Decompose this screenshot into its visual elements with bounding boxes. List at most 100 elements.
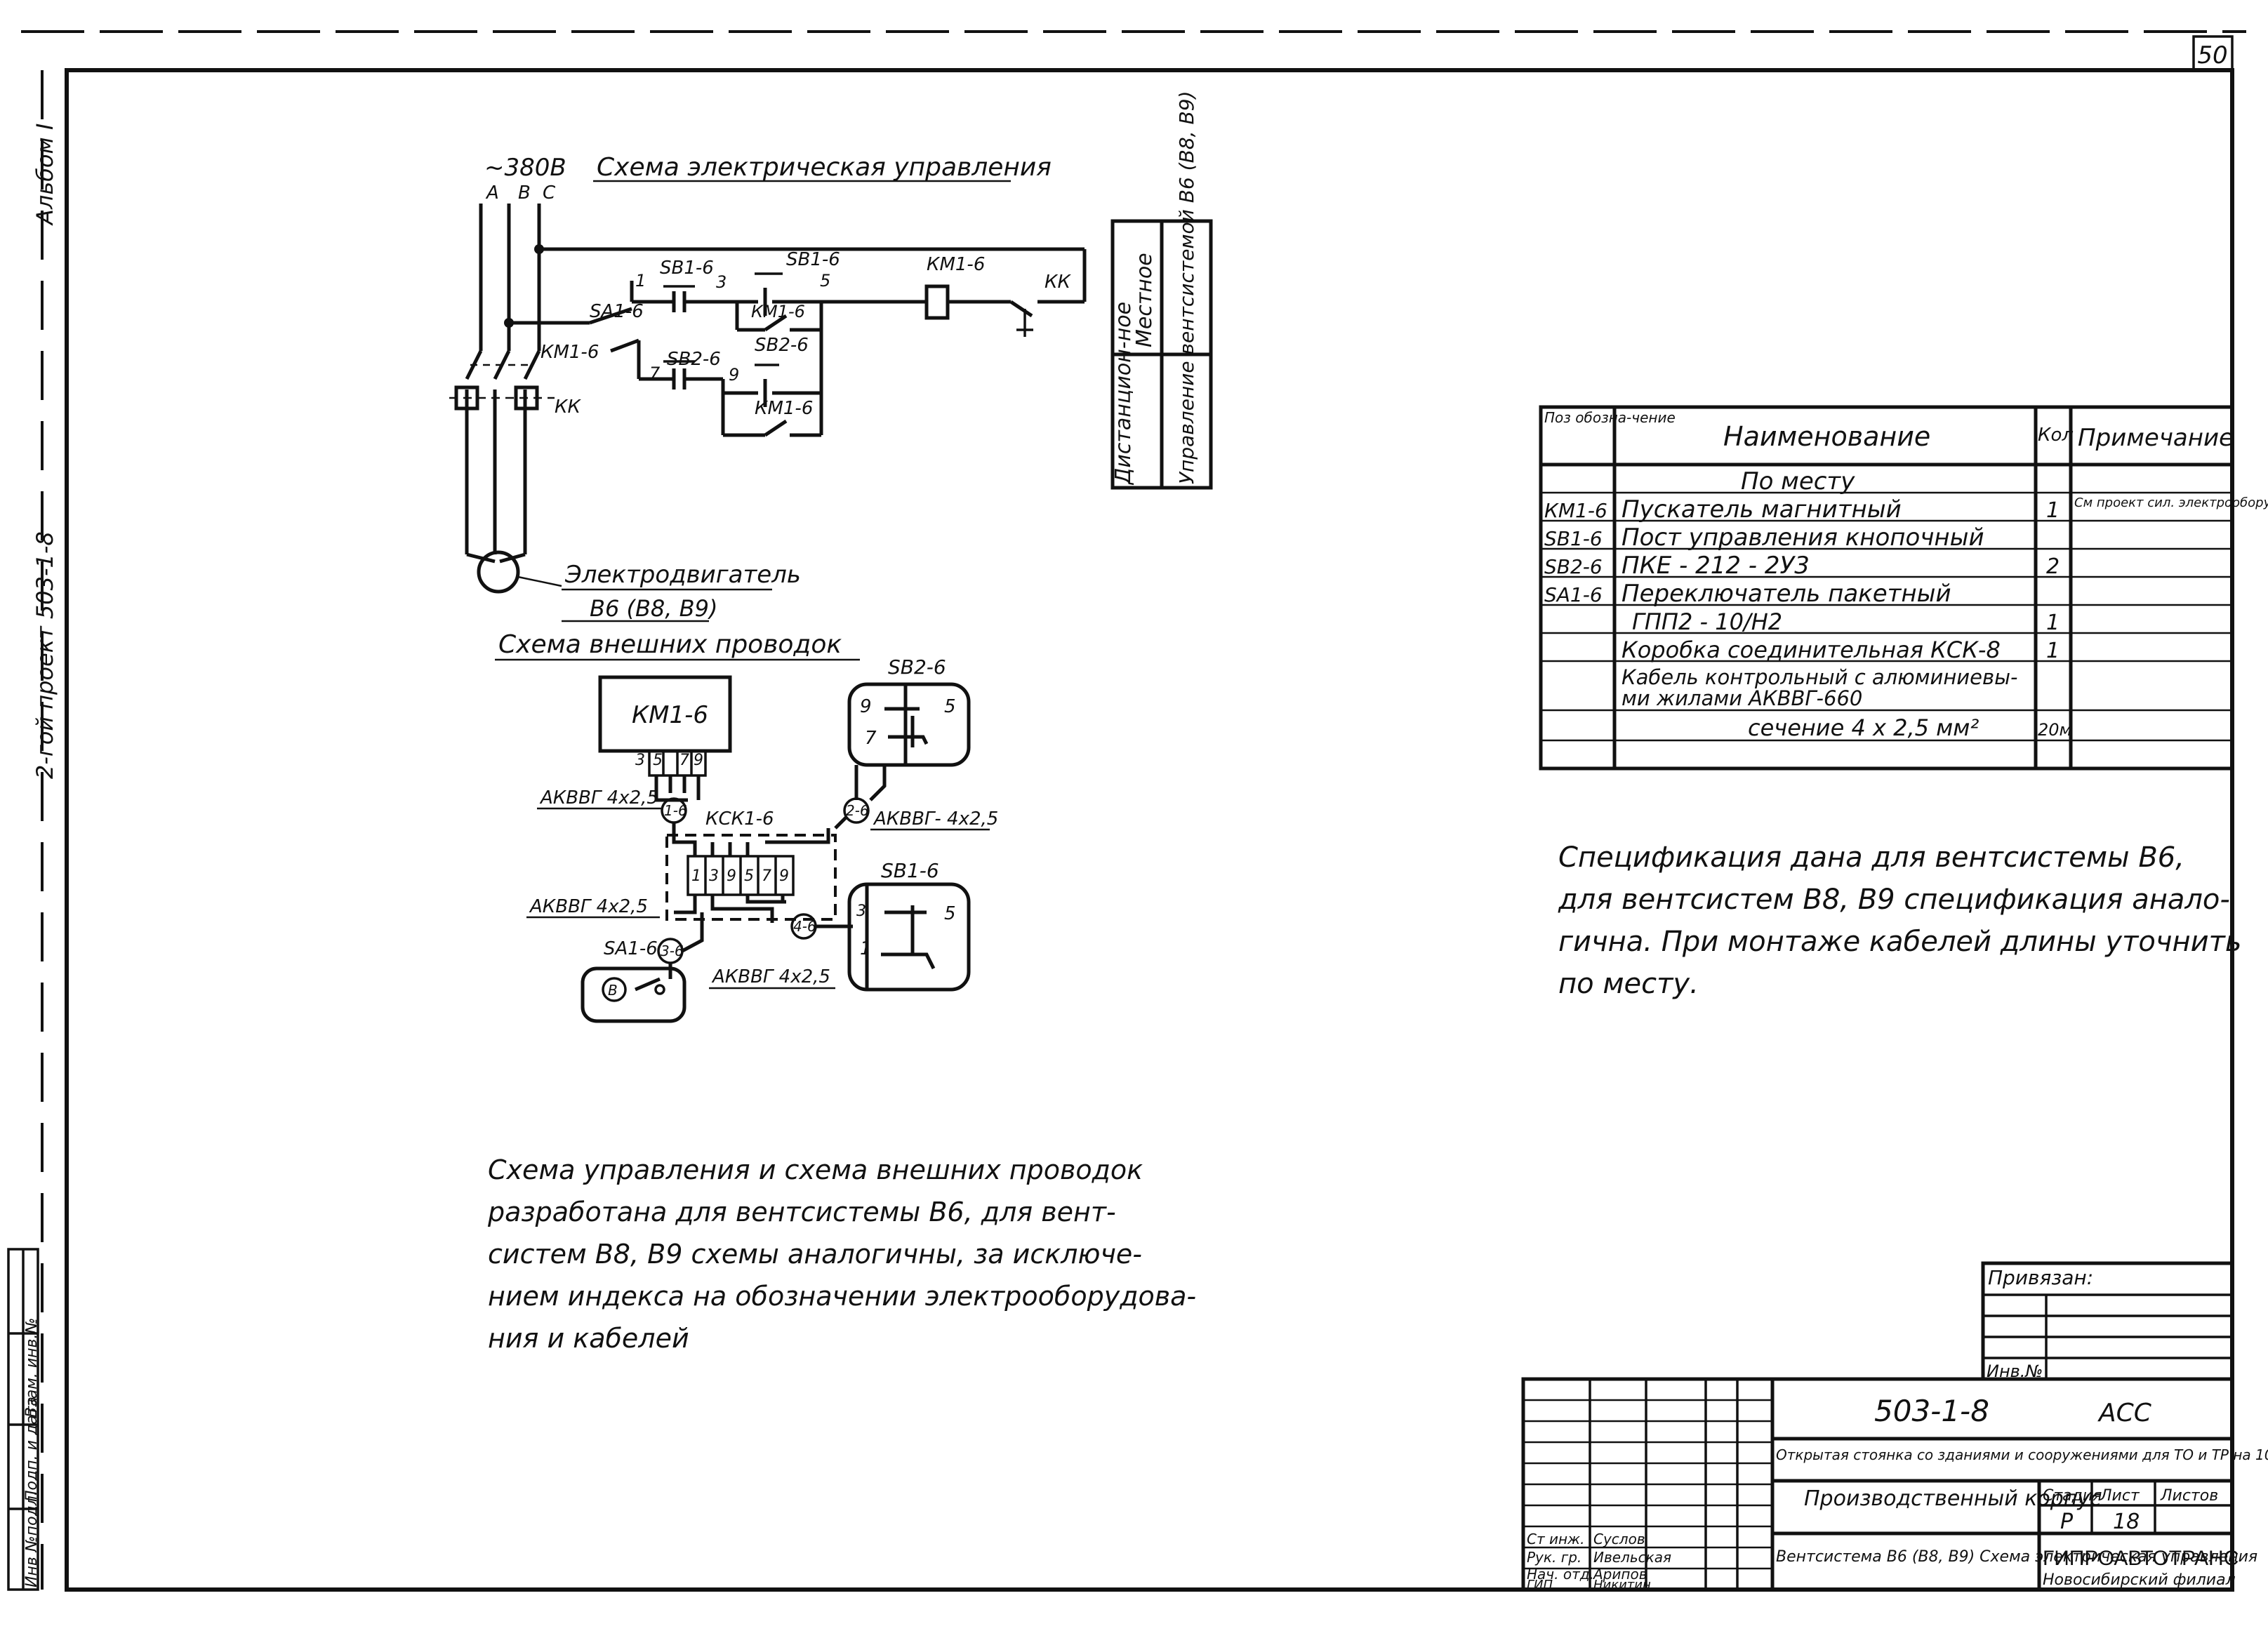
svg-text:Подп. и дата: Подп. и дата: [23, 1397, 41, 1502]
km1-hold-label: КМ1-6: [751, 302, 805, 321]
svg-text:C: C: [543, 182, 556, 204]
svg-text:Ст инж.: Ст инж.: [1527, 1531, 1584, 1547]
kk-top-label: КК: [1045, 272, 1071, 293]
spec-note: Спецификация дана для вентсистемы В6, дл…: [1558, 841, 2242, 1000]
svg-text:разработана для вентсистемы В6: разработана для вентсистемы В6, для вент…: [487, 1197, 1116, 1227]
kk-left-label: КК: [555, 397, 581, 418]
cable-2-label: АКВВГ- 4х2,5: [873, 808, 998, 830]
svg-text:ГПП2 - 10/Н2: ГПП2 - 10/Н2: [1632, 608, 1782, 635]
svg-text:1: 1: [691, 867, 701, 885]
mode-table: Дистанцион-ное Местное Управление вентси…: [1110, 91, 1213, 490]
org-name: ГИПРОАВТОТРАНС: [2043, 1547, 2239, 1570]
svg-text:3: 3: [716, 272, 727, 292]
svg-text:7: 7: [679, 752, 689, 769]
branch-name: Новосибирский филиал: [2043, 1571, 2236, 1589]
sb2-label-a: SB2-6: [667, 349, 721, 370]
svg-text:По месту: По месту: [1741, 467, 1855, 495]
km1-coil: [924, 284, 950, 320]
album-label: Альбом I: [32, 124, 58, 226]
svg-text:3: 3: [635, 752, 645, 769]
sa1-station-label: SA1-6: [604, 938, 658, 959]
svg-text:7: 7: [762, 867, 771, 885]
svg-text:7: 7: [865, 728, 877, 749]
sb2-label-b: SB2-6: [755, 335, 809, 356]
svg-text:5: 5: [744, 867, 754, 885]
sheet-number-box: [2192, 35, 2234, 72]
km1-main-label: КМ1-6: [541, 342, 599, 363]
svg-text:Пускатель магнитный: Пускатель магнитный: [1622, 495, 1902, 524]
svg-text:Лист: Лист: [2100, 1487, 2140, 1505]
control-diagram: ~380В Схема электрическая управления A B…: [449, 153, 1087, 622]
spec-table: Поз обозна-чение Наименование Кол Примеч…: [1539, 405, 2268, 771]
bottom-note: Схема управления и схема внешних проводо…: [487, 1154, 1196, 1354]
svg-text:2-6: 2-6: [846, 802, 869, 819]
svg-text:B: B: [518, 182, 531, 204]
svg-text:Р: Р: [2060, 1510, 2074, 1534]
svg-text:5: 5: [944, 696, 956, 717]
voltage-label: ~380В: [484, 154, 566, 182]
svg-text:Никитин: Никитин: [1593, 1578, 1651, 1592]
svg-text:ми жилами АКВВГ-660: ми жилами АКВВГ-660: [1622, 686, 1862, 710]
sb1-label-b: SB1-6: [786, 249, 840, 270]
svg-text:Примечание: Примечание: [2078, 424, 2234, 452]
svg-text:9: 9: [860, 696, 872, 717]
sa1-label: SA1-6: [590, 301, 644, 322]
building-name: Производственный корпус: [1804, 1486, 2102, 1511]
svg-text:7: 7: [649, 364, 661, 383]
svg-text:1: 1: [2046, 611, 2060, 635]
svg-text:1: 1: [635, 271, 646, 291]
control-diagram-title: Схема электрическая управления: [597, 153, 1052, 182]
object-name: Открытая стоянка со зданиями и сооружени…: [1776, 1446, 2268, 1463]
svg-text:Взам. инв.№: Взам. инв.№: [23, 1318, 41, 1418]
svg-text:SA1-6: SA1-6: [1544, 583, 1603, 606]
sheet-number: 50: [2197, 41, 2227, 69]
svg-text:Местное: Местное: [1132, 253, 1157, 347]
svg-text:Поз обозна-чение: Поз обозна-чение: [1544, 409, 1676, 426]
svg-text:Схема управления и схема внешн: Схема управления и схема внешних проводо…: [488, 1154, 1143, 1185]
svg-text:по месту.: по месту.: [1558, 968, 1699, 1000]
svg-text:систем В8, В9 схемы аналогичны: систем В8, В9 схемы аналогичны, за исклю…: [488, 1239, 1142, 1270]
svg-text:КМ1-6: КМ1-6: [632, 701, 708, 729]
sb1-station-label: SB1-6: [881, 859, 939, 882]
svg-text:Спецификация дана для вентсист: Спецификация дана для вентсистемы В6,: [1558, 841, 2184, 874]
title-block: Привязан: Инв.№ Ст инж. Суслов Рук. гр. …: [1521, 1261, 2268, 1592]
svg-text:гична. При монтаже кабелей дли: гична. При монтаже кабелей длины уточнит…: [1558, 926, 2242, 958]
svg-text:1: 1: [860, 938, 872, 959]
svg-text:9: 9: [729, 365, 739, 385]
svg-text:для вентсистем В8, В9 специфик: для вентсистем В8, В9 спецификация анало…: [1558, 884, 2230, 916]
svg-text:КМ1-6: КМ1-6: [1544, 499, 1607, 522]
svg-text:2: 2: [2046, 554, 2060, 579]
svg-text:Привязан:: Привязан:: [1988, 1266, 2093, 1289]
svg-text:Коробка соединительная КСК-8: Коробка соединительная КСК-8: [1622, 637, 2001, 663]
wiring-title: Схема внешних проводок: [498, 630, 842, 659]
wiring-diagram: Схема внешних проводок КМ1-6 3 5 7 9 1-6…: [495, 630, 998, 1023]
cable-1-label: АКВВГ 4х2,5: [539, 787, 658, 808]
svg-text:5: 5: [944, 903, 956, 924]
drawing-name: Вентсистема В6 (В8, В9) Схема электричес…: [1776, 1548, 2257, 1566]
svg-text:ния и кабелей: ния и кабелей: [488, 1323, 689, 1354]
svg-text:3: 3: [709, 867, 719, 885]
section-mark: АСС: [2097, 1399, 2152, 1427]
svg-text:Пост управления кнопочный: Пост управления кнопочный: [1622, 524, 1984, 552]
svg-text:Наименование: Наименование: [1723, 421, 1930, 452]
svg-text:1: 1: [2046, 498, 2060, 523]
svg-text:Нач. отд.: Нач. отд.: [1527, 1566, 1594, 1583]
svg-text:Кабель контрольный с алюминиев: Кабель контрольный с алюминиевы-: [1622, 665, 2017, 689]
project-code: 503-1-8: [1874, 1394, 1989, 1428]
km1-lower-label: КМ1-6: [755, 398, 813, 419]
svg-text:Листов: Листов: [2160, 1487, 2218, 1505]
svg-text:ГИП: ГИП: [1527, 1578, 1553, 1592]
left-stamp: Инв №подл. Подп. и дата Взам. инв.№: [7, 1248, 41, 1591]
svg-text:20м: 20м: [2038, 720, 2072, 740]
svg-text:9: 9: [694, 752, 703, 769]
svg-text:5: 5: [653, 752, 663, 769]
sb2-station-label: SB2-6: [888, 655, 946, 679]
svg-text:4-6: 4-6: [793, 918, 816, 935]
svg-text:SB2-6: SB2-6: [1544, 555, 1603, 578]
svg-text:Суслов: Суслов: [1593, 1531, 1645, 1547]
svg-text:См проект сил. электрооборудов: См проект сил. электрооборудов.: [2074, 495, 2268, 510]
svg-text:Стадия: Стадия: [2043, 1487, 2102, 1505]
cable-3-label: АКВВГ 4х2,5: [529, 896, 648, 917]
svg-text:3: 3: [856, 903, 866, 920]
